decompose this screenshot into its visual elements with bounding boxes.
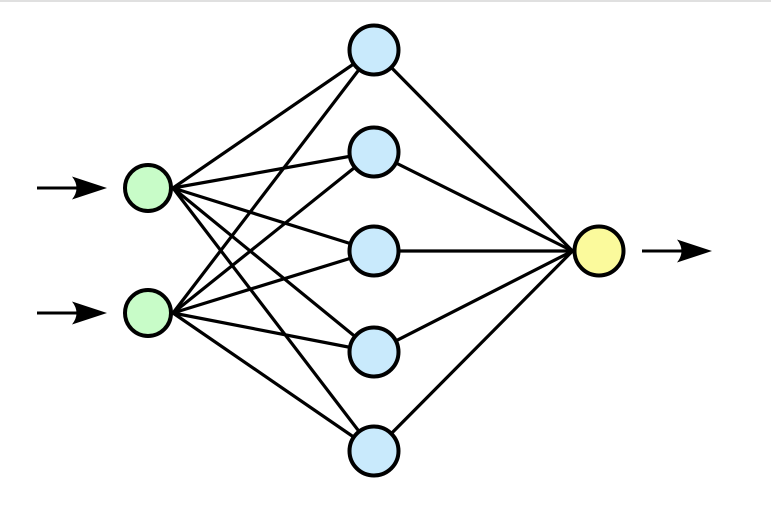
edge-input-2-hidden-1 — [171, 49, 376, 314]
edge-hidden-4-output-1 — [373, 249, 574, 354]
edge-input-2-hidden-3 — [172, 249, 375, 315]
edge-input-1-hidden-2 — [172, 150, 375, 190]
edge-hidden-5-output-1 — [372, 249, 574, 453]
output-arrow-head — [677, 239, 712, 263]
output-1-node — [572, 224, 626, 278]
input-2-node — [123, 288, 173, 338]
input-1-node — [123, 163, 173, 213]
edge-input-2-hidden-5 — [172, 311, 375, 453]
hidden-5-node — [347, 424, 401, 478]
window-top-border — [0, 0, 771, 2]
input-arrow-2-head — [72, 301, 107, 325]
edge-input-1-hidden-1 — [172, 48, 375, 190]
hidden-3-node — [347, 224, 401, 278]
hidden-4-node — [347, 325, 401, 379]
edge-hidden-1-output-1 — [372, 48, 574, 253]
edge-input-1-hidden-3 — [172, 186, 375, 253]
hidden-2-node — [347, 125, 401, 179]
hidden-1-node — [347, 23, 401, 77]
edge-hidden-2-output-1 — [373, 150, 574, 253]
input-arrow-1-head — [72, 176, 107, 200]
edge-input-2-hidden-2 — [171, 150, 376, 315]
edge-input-2-hidden-4 — [172, 311, 375, 354]
edge-input-1-hidden-5 — [171, 187, 376, 452]
edge-input-1-hidden-4 — [171, 186, 376, 354]
